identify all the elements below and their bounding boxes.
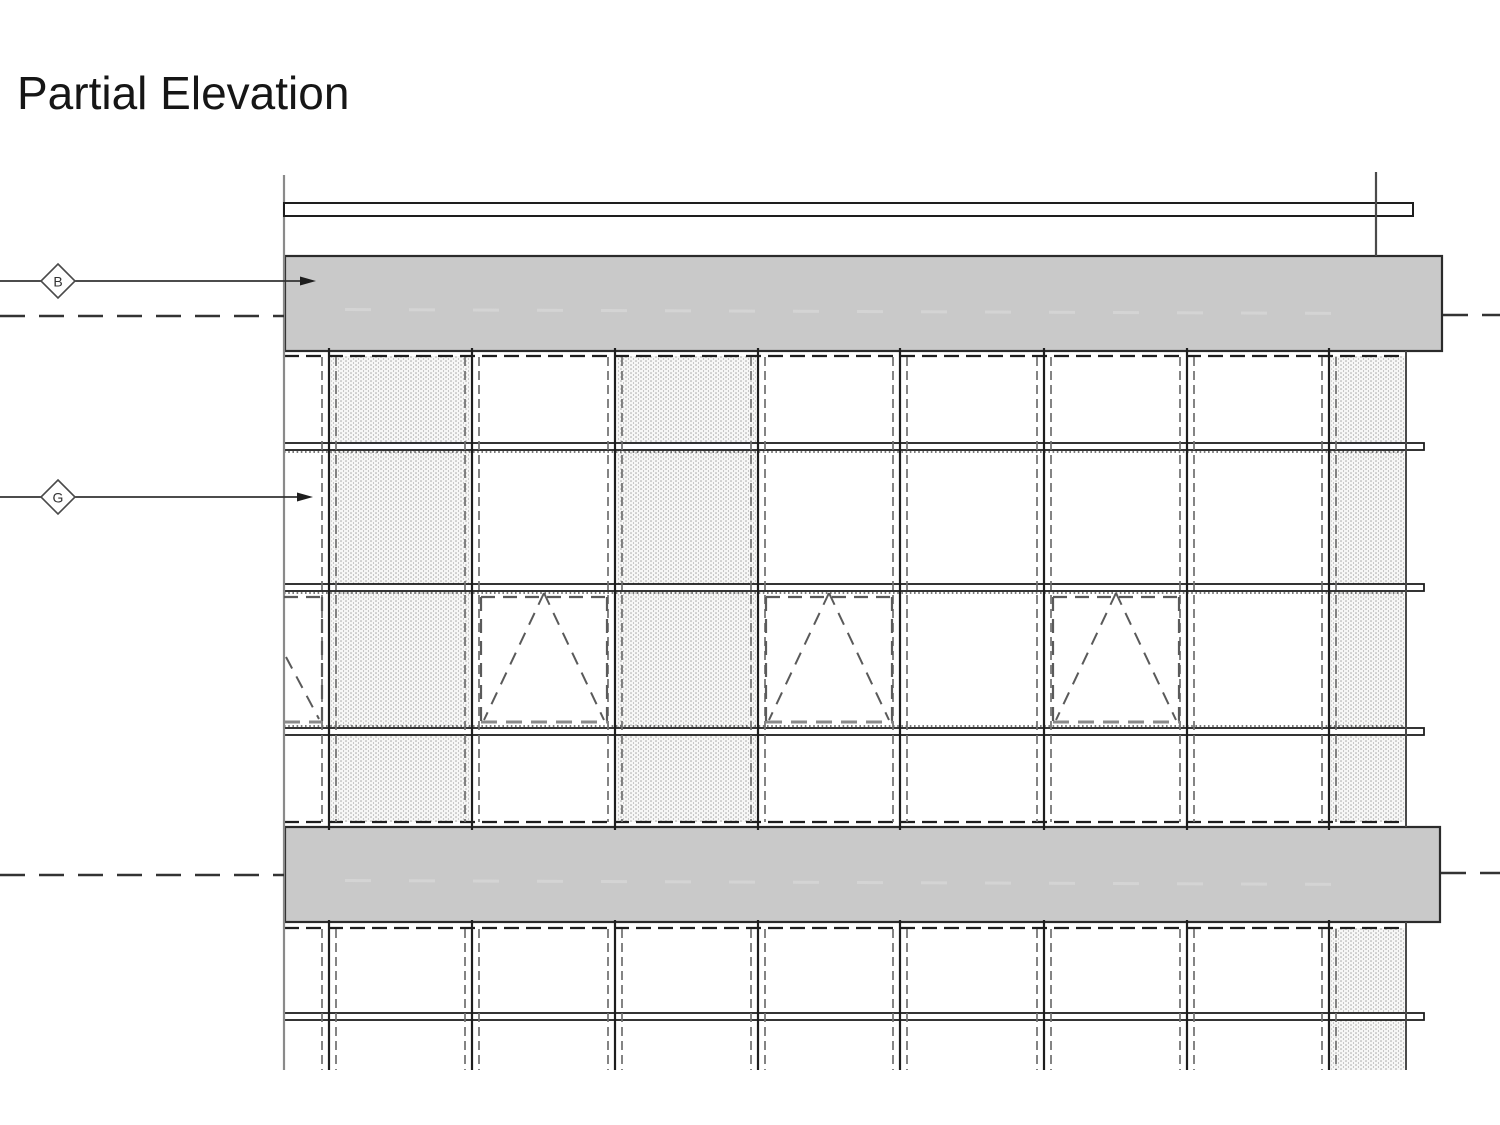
vent-dashed-edge <box>768 592 830 721</box>
vent-dashed-edge <box>828 592 890 721</box>
transom-bar <box>283 1012 1425 1021</box>
top-rail-bar <box>283 202 1414 217</box>
vent-symbol <box>284 595 324 724</box>
vent-dashed-edge <box>543 592 605 721</box>
leader-arrowhead-icon <box>297 492 313 502</box>
transom-bar <box>283 583 1425 592</box>
spandrel-panel <box>283 254 1444 353</box>
vent-dashed-edge <box>285 656 320 720</box>
grid-marker-diamond-icon <box>39 262 77 300</box>
spandrel-streak <box>344 879 1361 886</box>
vent-symbol <box>479 592 609 724</box>
spandrel-streak <box>344 308 1363 315</box>
grid-marker-label: G <box>53 490 64 506</box>
vent-dashed-edge <box>1055 592 1117 721</box>
transom-bar <box>283 442 1425 451</box>
grid-marker-diamond-icon <box>39 478 77 516</box>
grid-marker-label: B <box>53 274 62 290</box>
vent-dashed-edge <box>1115 592 1177 721</box>
spandrel-panel <box>283 825 1442 924</box>
page-title: Partial Elevation <box>17 67 350 119</box>
leader-arrowhead-icon <box>300 276 316 286</box>
vent-dashed-edge <box>483 592 545 721</box>
shaded-glass-panel <box>1331 928 1405 1070</box>
vent-symbol <box>1051 592 1181 724</box>
vent-symbol <box>764 592 894 724</box>
transom-bar <box>283 727 1425 736</box>
